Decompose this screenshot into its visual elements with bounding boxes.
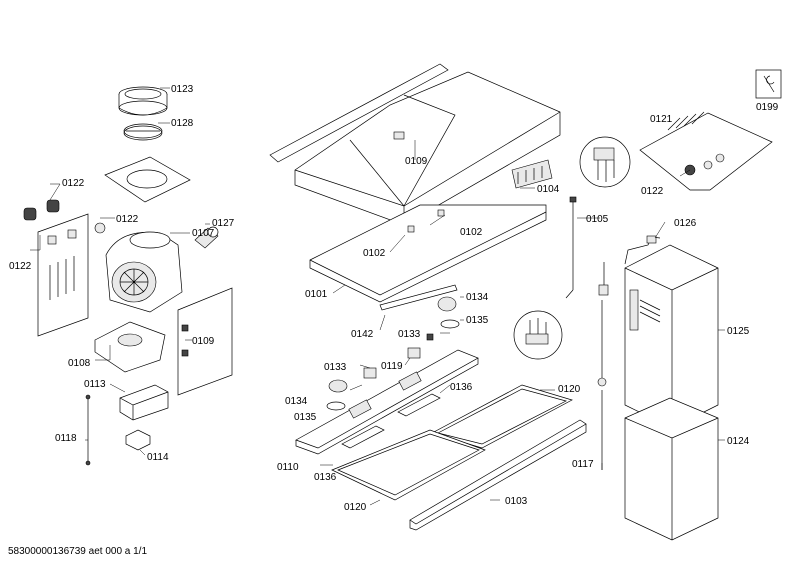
leader-lines [30,87,725,506]
label-0123: 0123 [171,84,194,95]
part-0142-light-rail [379,284,458,311]
label-0124: 0124 [727,436,750,447]
part-0136-strips [341,393,441,449]
part-0127-capacitor [194,226,219,249]
part-top-rail [269,63,449,163]
label-0102-left: 0102 [363,248,386,259]
label-0127: 0127 [212,218,235,229]
label-0128: 0128 [171,118,194,129]
label-0136-upper: 0136 [450,382,473,393]
label-0120-right: 0120 [558,384,581,395]
label-0142: 0142 [351,329,374,340]
label-0119: 0119 [381,361,403,372]
part-0104-terminal [511,159,553,189]
label-0134-right: 0134 [466,292,489,303]
label-0110: 0110 [277,462,299,473]
label-0109-left: 0109 [192,336,215,347]
label-0118: 0118 [55,433,77,444]
label-0135-right: 0135 [466,315,489,326]
label-0122-right: 0122 [641,186,664,197]
part-base-tray [309,204,547,303]
part-0114-box [125,429,151,451]
part-0121-accessory-bag [639,111,773,191]
label-0103: 0103 [505,496,528,507]
label-0121: 0121 [650,114,673,125]
label-0122-top-left: 0122 [62,178,85,189]
label-0114: 0114 [147,452,169,463]
part-side-plate-right [177,287,233,396]
part-0103-frame [409,419,587,531]
label-0113: 0113 [84,379,106,390]
label-0135-left: 0135 [294,412,317,423]
part-0123-flange [118,86,168,116]
part-0120-filters [331,384,573,501]
label-0122-far-left: 0122 [9,261,32,272]
label-0133-lower: 0133 [324,362,347,373]
part-0113-switch [119,384,169,421]
part-0128-damper [123,123,163,141]
label-0122-middle-left: 0122 [116,214,139,225]
label-0102-right: 0102 [460,227,483,238]
part-0118-cable [85,394,91,466]
label-0134-left: 0134 [285,396,308,407]
part-0124-chimney-lower [624,397,719,541]
part-top-plate [104,156,191,203]
label-0133-upper: 0133 [398,329,421,340]
part-0110-front-panel [295,349,479,455]
label-0136-lower: 0136 [314,472,337,483]
part-0107-blower [105,231,183,313]
label-0107: 0107 [192,228,215,239]
part-lamp-fittings [326,296,460,411]
label-0109-top: 0109 [405,156,428,167]
wrench-icon [755,69,782,99]
part-0117-cable [597,262,609,470]
label-0125: 0125 [727,326,750,337]
part-canopy [294,71,561,226]
label-0104: 0104 [537,184,560,195]
label-0126: 0126 [674,218,697,229]
label-0199: 0199 [756,102,779,113]
label-0120-left: 0120 [344,502,367,513]
document-footer: 58300000136739 aet 000 a 1/1 [8,546,148,557]
label-0117: 0117 [572,459,594,470]
part-side-plate-left [37,213,89,337]
part-0105-wiring-harness [513,136,631,360]
label-0101: 0101 [305,289,328,300]
part-0122-knobs [23,199,106,234]
part-0108-bracket [94,321,166,373]
part-0126-bracket [624,235,661,265]
label-0105: 0105 [586,214,609,225]
label-0108: 0108 [68,358,91,369]
